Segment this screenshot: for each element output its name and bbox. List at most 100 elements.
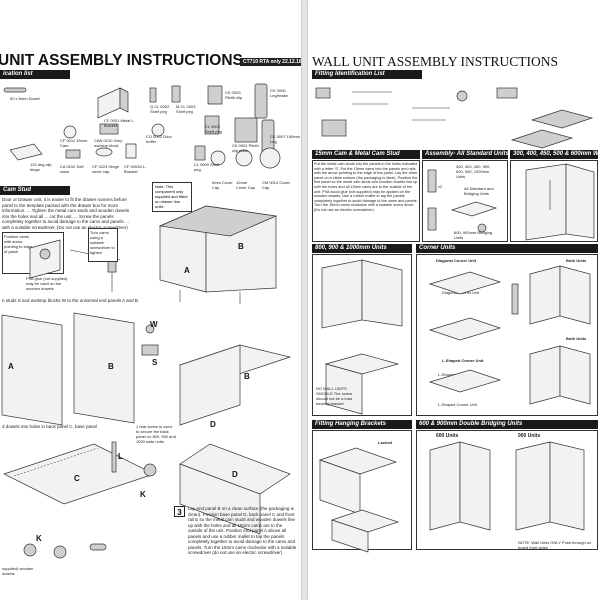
plinth-clip-plate-icon: [234, 117, 258, 143]
shelf-peg-icon: [194, 145, 206, 161]
studs-step-text: n studs S and worktop blocks W to the un…: [2, 298, 140, 303]
all-standard-label: All Standard and Bridging Units: [464, 186, 494, 196]
wall-unit-instructions-page: WALL UNIT ASSEMBLY INSTRUCTIONS Fitting …: [308, 0, 600, 600]
double-bridging-illustration: [429, 441, 585, 531]
bracket-icon: [496, 87, 518, 99]
version-badge: CT710 RTA only 22.12.16: [240, 58, 301, 66]
hanging-bracket-icon: [510, 129, 574, 149]
panel-label-b: B: [244, 372, 250, 381]
wide-units-bar: 300, 400, 450, 500 & 600mm Wide Units: [510, 150, 600, 159]
end-panels-illustration: [1, 312, 292, 426]
hinge-cover-icon: [95, 147, 113, 157]
part-label-k: K: [36, 534, 42, 543]
wall-units-note: NOTE: Wall Units ONLY Push through on bo…: [518, 540, 592, 550]
panel-label-d: D: [232, 470, 238, 479]
both-units-label: Both Units: [566, 336, 587, 341]
panel-label-a: A: [184, 266, 190, 275]
corner-units-bar: Corner Units: [416, 244, 598, 253]
no-wall-units-note: NO WALL UNITS SHOULD The screw should no…: [316, 386, 353, 406]
dowels-step-text: d dowels into holes in back panel C, bas…: [2, 424, 98, 429]
hanging-brackets-illustration: [318, 447, 400, 553]
sizes-list: 300, 400, 450, 500, 600, 900, 1000mm Uni…: [456, 164, 491, 179]
part-label: CA 0102 Soft close: [60, 164, 84, 174]
hanging-bracket-icon: [530, 109, 594, 129]
dowel-icon: [3, 87, 27, 93]
part-label: CK 0007 150mm Leg: [270, 134, 301, 144]
plinth-clip-icon: [207, 85, 223, 105]
part-label: CF 0224 Hinge cover cap: [92, 164, 119, 174]
hinge-icon: [9, 143, 43, 161]
part-label-s: S: [152, 358, 158, 367]
cam-icon: [315, 87, 331, 99]
leg-icon: [254, 83, 268, 119]
cam-stud-bar: 15mm Cam & Metal Cam Stud: [312, 150, 420, 159]
six-hundred-units-label: 600 Units: [436, 433, 459, 439]
part-label: Q CL 0002 Shelf peg: [150, 104, 170, 114]
all-standard-units-bar: Assembly- All Standard Units: [422, 150, 509, 159]
parts-illustrations: [3, 83, 281, 169]
panel-label-a: A: [8, 362, 14, 371]
base-panel-illustration: [3, 441, 291, 535]
identification-list-bar: ication list: [0, 70, 70, 79]
bridging-label: 600, 900mm Bridging Units: [454, 230, 493, 240]
part-label: 120 deg clip hinge: [30, 162, 52, 172]
page-title: UNIT ASSEMBLY INSTRUCTIONS: [0, 52, 243, 69]
panel-label-d: D: [210, 420, 216, 429]
part-label: CF 00028 L-Bracket: [124, 164, 147, 174]
large-units-illustration: [321, 259, 403, 415]
part-label: CF 0001 Metal L bracket: [104, 118, 134, 128]
turn-cam-box: [88, 228, 118, 262]
cover-cap-12mm-icon: [235, 149, 253, 167]
diagonal-corner-label: Diagonal Corner Unit: [436, 258, 477, 263]
dowels-illustration: [23, 543, 107, 559]
wide-units-illustration: [525, 163, 595, 241]
part-label: 12mm Cover Cap: [236, 180, 256, 190]
panel-label-b: B: [238, 242, 244, 251]
shelf-peg-icon: [204, 115, 220, 135]
shelf-peg-icon: [321, 119, 347, 137]
turn-cam-text: Turn cams using a suitable screwdriver t…: [90, 230, 115, 255]
part-label: CK 0005 Leg/brake: [270, 88, 288, 98]
pva-glue-text: PVA glue (not supplied) may be used on t…: [26, 276, 68, 291]
standard-units-illustration: [427, 169, 498, 233]
part-label: CF 0011 15mm Cam: [60, 138, 88, 148]
hanging-brackets-bar: Fitting Hanging Brackets: [312, 420, 412, 429]
locked-label: Locked: [378, 440, 393, 445]
l-bracket-icon: [97, 87, 121, 119]
panel-label-b: B: [108, 362, 114, 371]
step-number-3: 3: [174, 506, 185, 517]
both-units-label: Both Units: [566, 258, 587, 263]
supplied-dowels-text: supplied) wooden dowels: [2, 566, 34, 576]
cabinet-illustration: [158, 205, 278, 304]
part-label-w: W: [150, 320, 158, 329]
cam-stud-section: [312, 160, 420, 242]
part-label: 50 x 6mm Dowel: [10, 96, 40, 101]
part-label: CL 0009 Shelf peg: [194, 162, 220, 172]
soft-close-icon: [65, 149, 81, 159]
step-3-text: Lay end panel B on a clean surface (the …: [188, 506, 297, 555]
l-shaped-corner-label: L-Shaped Corner Unit: [442, 358, 484, 363]
wall-parts-illustrations: [315, 87, 594, 149]
cam-stud-bar: Cam Stud: [0, 186, 70, 195]
l-shaped-corner-label: L-Shaped Corner Unit: [438, 402, 477, 407]
worktop-block-icon: [99, 123, 119, 135]
large-units-bar: 800, 900 & 1000mm Units: [312, 244, 412, 253]
cam-instructions-text: Put the metal cam studs into the panels …: [314, 162, 418, 212]
door-buffer-icon: [151, 123, 165, 137]
page-title: WALL UNIT ASSEMBLY INSTRUCTIONS: [312, 54, 559, 69]
quantity-x2: x2: [438, 184, 443, 189]
component-note: Note: This component only supplied and f…: [152, 182, 192, 212]
part-label-l: L: [118, 452, 123, 461]
cover-cap-icon: [456, 90, 468, 102]
part-label-k: K: [140, 490, 146, 499]
part-label: CK 0003 Plinth clip: [225, 90, 243, 100]
part-label: CK 0001 Plinth clip plate: [232, 143, 259, 153]
part-label: CL 0003 Shelf peg: [205, 124, 222, 134]
shelf-peg-icon: [171, 85, 181, 103]
part-label: CAN 0010 Grey worktop block: [94, 138, 123, 148]
base-unit-instructions-page: UNIT ASSEMBLY INSTRUCTIONS CT710 RTA onl…: [0, 0, 301, 600]
part-label: CO 0002 Door buffer: [146, 134, 172, 144]
corner-units-illustration: [428, 265, 591, 405]
shelf-peg-icon: [149, 87, 157, 103]
l-bracket-small-icon: [125, 143, 137, 159]
